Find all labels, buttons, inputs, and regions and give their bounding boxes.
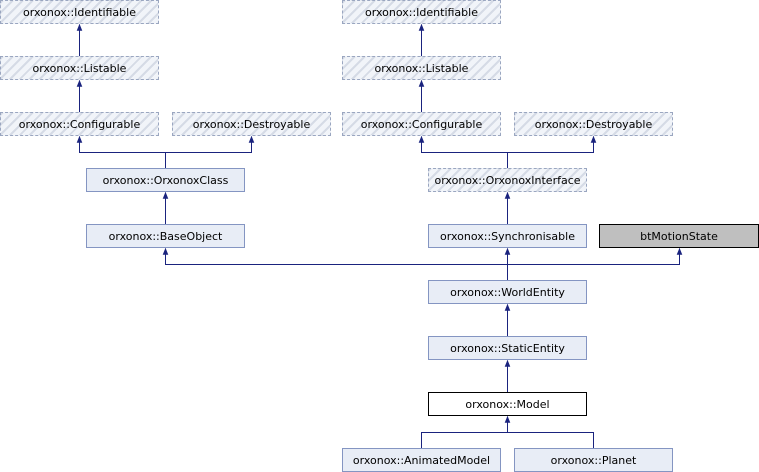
- node-label: orxonox::Configurable: [18, 117, 141, 131]
- node-destroyable-left[interactable]: orxonox::Destroyable: [172, 112, 331, 136]
- node-world-entity[interactable]: orxonox::WorldEntity: [428, 280, 587, 304]
- node-animated-model[interactable]: orxonox::AnimatedModel: [342, 448, 501, 472]
- node-label: orxonox::Identifiable: [23, 5, 136, 19]
- node-label: orxonox::StaticEntity: [450, 341, 565, 355]
- node-label: orxonox::Listable: [374, 61, 469, 75]
- node-static-entity[interactable]: orxonox::StaticEntity: [428, 336, 587, 360]
- edge-orxonoxclass-to-configurable: [76, 135, 166, 168]
- edge-orxonoxinterface-to-destroyable: [507, 135, 597, 153]
- node-synchronisable[interactable]: orxonox::Synchronisable: [428, 224, 587, 248]
- node-listable-right[interactable]: orxonox::Listable: [342, 56, 501, 80]
- edge-planet-to-model: [507, 432, 594, 448]
- node-bt-motion-state: btMotionState: [599, 224, 759, 248]
- node-model: orxonox::Model: [428, 392, 587, 416]
- edge-orxonoxinterface-to-configurable: [418, 135, 508, 168]
- node-label: orxonox::OrxonoxInterface: [434, 173, 581, 187]
- node-label: orxonox::Synchronisable: [440, 229, 575, 243]
- node-configurable-right[interactable]: orxonox::Configurable: [342, 112, 501, 136]
- node-label: orxonox::BaseObject: [108, 229, 223, 243]
- node-label: orxonox::Destroyable: [534, 117, 653, 131]
- node-base-object[interactable]: orxonox::BaseObject: [86, 224, 245, 248]
- edge-worldentity-to-btmotionstate: [507, 247, 683, 265]
- node-destroyable-right[interactable]: orxonox::Destroyable: [514, 112, 673, 136]
- node-label: btMotionState: [640, 229, 718, 243]
- node-identifiable-left[interactable]: orxonox::Identifiable: [0, 0, 159, 24]
- edge-animatedmodel-to-model: [421, 415, 511, 448]
- edge-orxonoxclass-to-destroyable: [165, 135, 255, 153]
- node-label: orxonox::Configurable: [360, 117, 483, 131]
- node-orxonox-class[interactable]: orxonox::OrxonoxClass: [86, 168, 245, 192]
- node-listable-left[interactable]: orxonox::Listable: [0, 56, 159, 80]
- node-identifiable-right[interactable]: orxonox::Identifiable: [342, 0, 501, 24]
- node-label: orxonox::Model: [465, 397, 550, 411]
- node-orxonox-interface[interactable]: orxonox::OrxonoxInterface: [428, 168, 587, 192]
- node-label: orxonox::AnimatedModel: [352, 453, 491, 467]
- node-label: orxonox::Planet: [550, 453, 637, 467]
- node-planet[interactable]: orxonox::Planet: [514, 448, 673, 472]
- node-configurable-left[interactable]: orxonox::Configurable: [0, 112, 159, 136]
- node-label: orxonox::WorldEntity: [450, 285, 565, 299]
- node-label: orxonox::OrxonoxClass: [102, 173, 229, 187]
- node-label: orxonox::Listable: [32, 61, 127, 75]
- node-label: orxonox::Identifiable: [365, 5, 478, 19]
- node-label: orxonox::Destroyable: [192, 117, 311, 131]
- edge-worldentity-to-baseobject: [162, 247, 508, 265]
